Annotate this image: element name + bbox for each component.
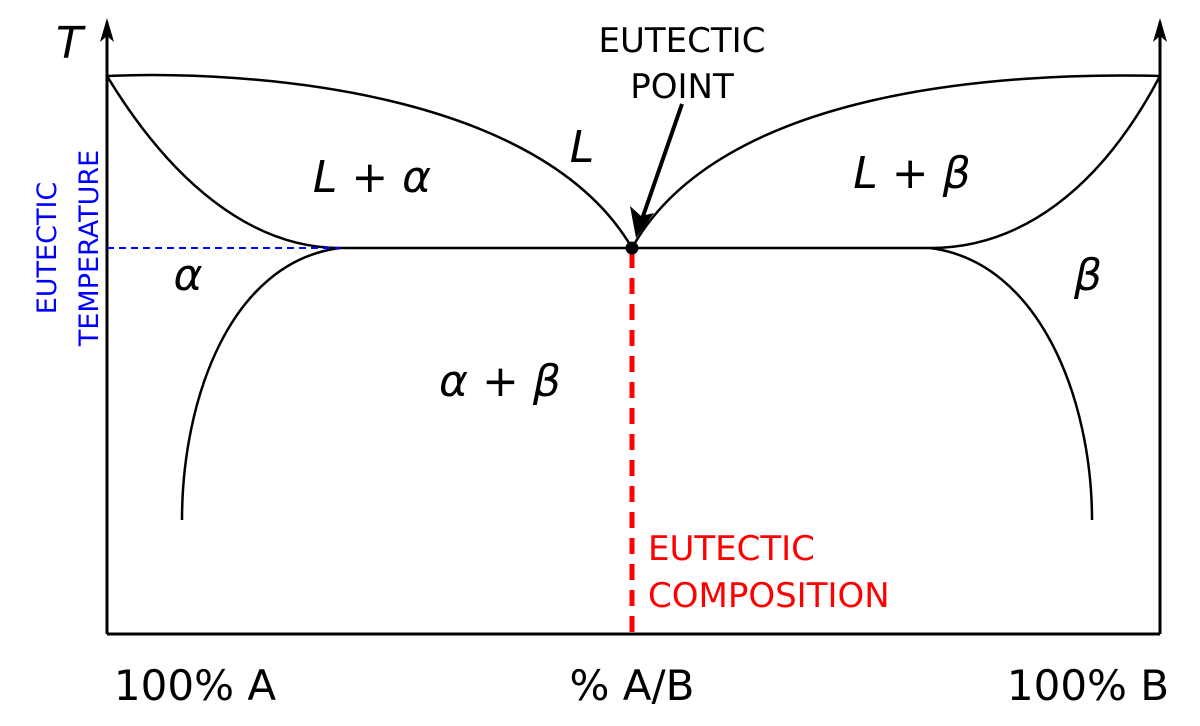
eutectic-point-label-2: POINT — [630, 67, 734, 107]
region-liquid-beta: L + β — [853, 148, 970, 199]
x-label-left: 100% A — [114, 661, 276, 710]
left-axis-arrow-icon — [100, 18, 114, 42]
liquidus-left — [106, 73, 634, 249]
region-liquid-alpha: L + α — [313, 152, 431, 203]
solvus-right — [929, 246, 1094, 521]
solvus-left — [180, 246, 341, 521]
eutectic-composition-label-1: EUTECTIC — [648, 529, 815, 569]
eutectic-temperature-label-1: EUTECTIC — [32, 182, 63, 315]
eutectic-point-arrow — [639, 103, 684, 223]
arrow-head-icon — [630, 206, 654, 238]
region-alpha: α — [173, 250, 202, 301]
right-axis-arrow-icon — [1153, 18, 1167, 42]
region-beta: β — [1073, 250, 1102, 301]
y-axis-label: T — [56, 18, 86, 69]
solidus-left — [105, 75, 341, 250]
x-label-center: % A/B — [570, 661, 695, 710]
eutectic-composition-label-2: COMPOSITION — [648, 576, 890, 616]
region-alpha-beta: α + β — [439, 356, 561, 407]
eutectic-point-label-1: EUTECTIC — [599, 21, 766, 61]
region-liquid: L — [570, 122, 595, 173]
x-label-right: 100% B — [1007, 661, 1169, 710]
solidus-right — [929, 75, 1162, 250]
eutectic-point-marker — [625, 241, 639, 255]
eutectic-temperature-label-2: TEMPERATURE — [74, 150, 105, 347]
liquidus-right — [630, 74, 1161, 249]
